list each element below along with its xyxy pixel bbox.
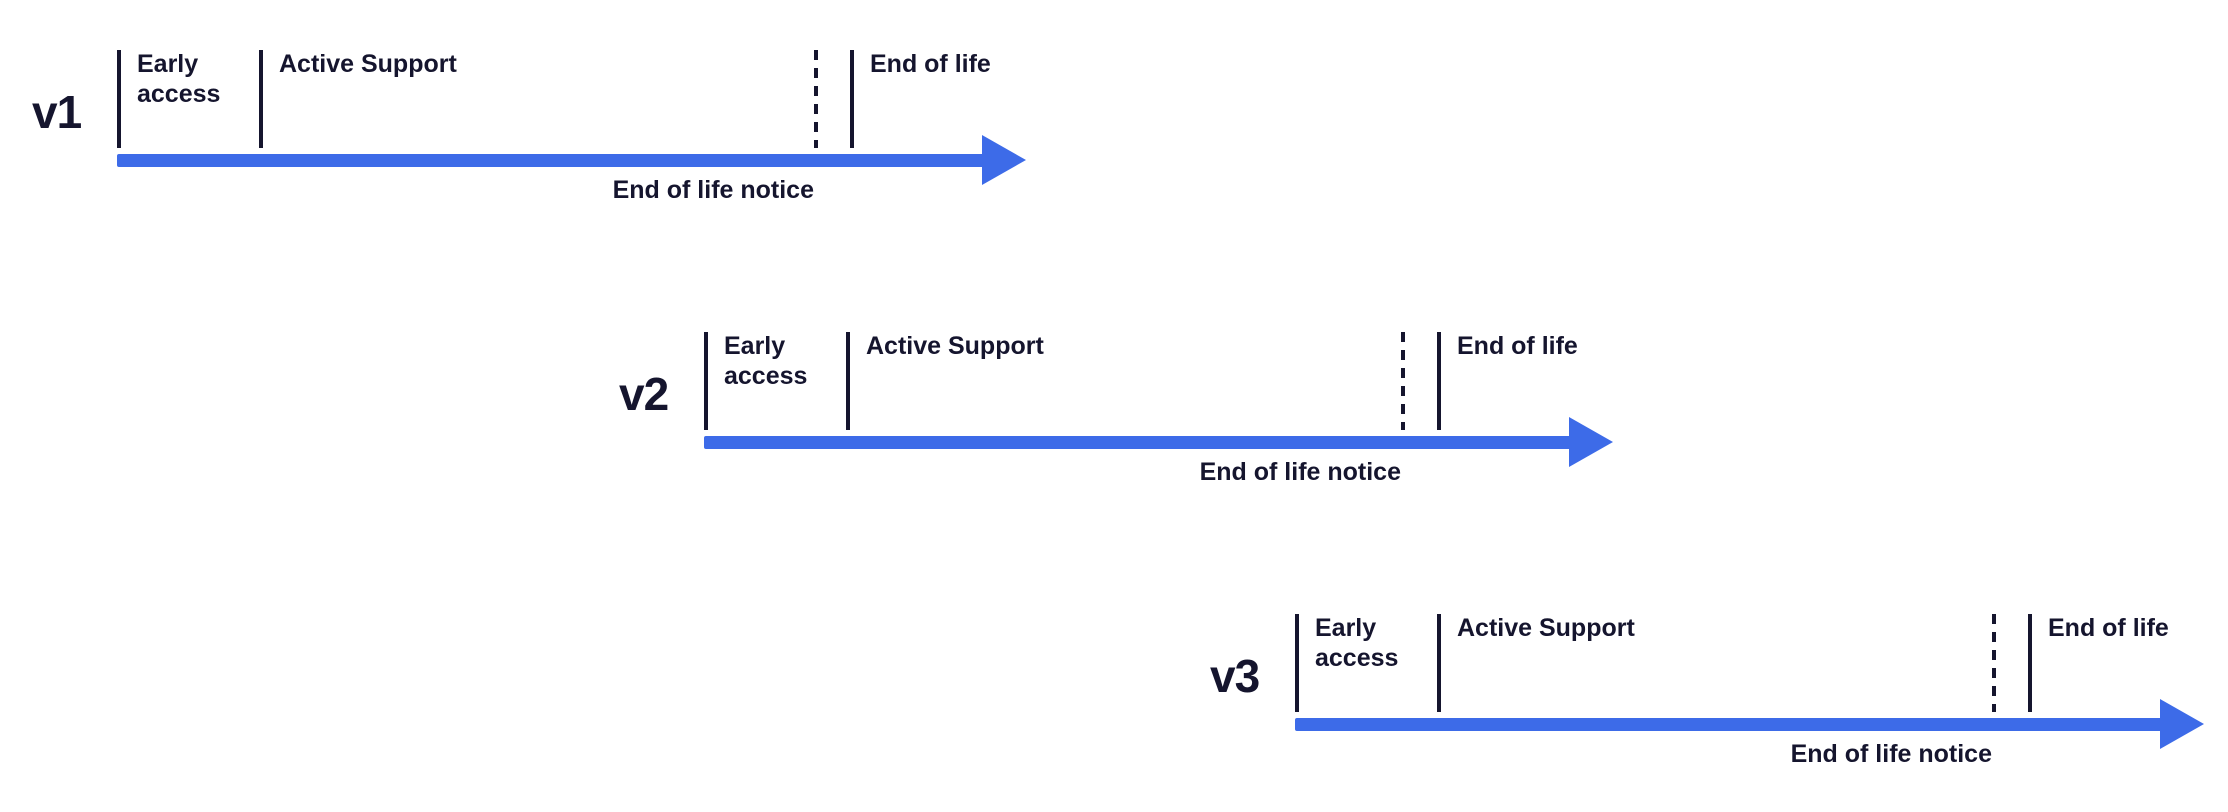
end-of-life-tick [2028, 614, 2032, 712]
end-of-life-label: End of life [2048, 614, 2169, 642]
early-access-end-tick [1437, 614, 1441, 712]
end-of-life-tick [1437, 332, 1441, 430]
arrow-head-icon [1569, 417, 1613, 467]
active-support-label: Active Support [1457, 614, 1635, 642]
timeline-start-tick [1295, 614, 1299, 712]
timeline-v2: v2 Early access Active Support End of li… [619, 322, 1749, 557]
early-access-label: Early access [724, 332, 808, 390]
end-of-life-label: End of life [870, 50, 991, 78]
arrow-head-icon [2160, 699, 2204, 749]
timeline-arrow [704, 436, 1576, 449]
timeline-v3: v3 Early access Active Support End of li… [1210, 604, 2228, 812]
eol-notice-label: End of life notice [1790, 740, 1992, 768]
version-label: v3 [1210, 650, 1260, 702]
end-of-life-tick [850, 50, 854, 148]
arrow-head-icon [982, 135, 1026, 185]
eol-notice-dashed-tick [1992, 614, 1996, 712]
early-access-end-tick [846, 332, 850, 430]
early-access-end-tick [259, 50, 263, 148]
version-label: v1 [32, 86, 82, 138]
timeline-v1: v1 Early access Active Support End of li… [32, 40, 1162, 275]
early-access-label: Early access [137, 50, 221, 108]
active-support-label: Active Support [866, 332, 1044, 360]
early-access-label: Early access [1315, 614, 1399, 672]
eol-notice-dashed-tick [1401, 332, 1405, 430]
timeline-arrow [1295, 718, 2167, 731]
timeline-arrow [117, 154, 989, 167]
timeline-start-tick [117, 50, 121, 148]
active-support-label: Active Support [279, 50, 457, 78]
version-label: v2 [619, 368, 669, 420]
end-of-life-label: End of life [1457, 332, 1578, 360]
eol-notice-dashed-tick [814, 50, 818, 148]
eol-notice-label: End of life notice [1199, 458, 1401, 486]
eol-notice-label: End of life notice [612, 176, 814, 204]
timeline-start-tick [704, 332, 708, 430]
